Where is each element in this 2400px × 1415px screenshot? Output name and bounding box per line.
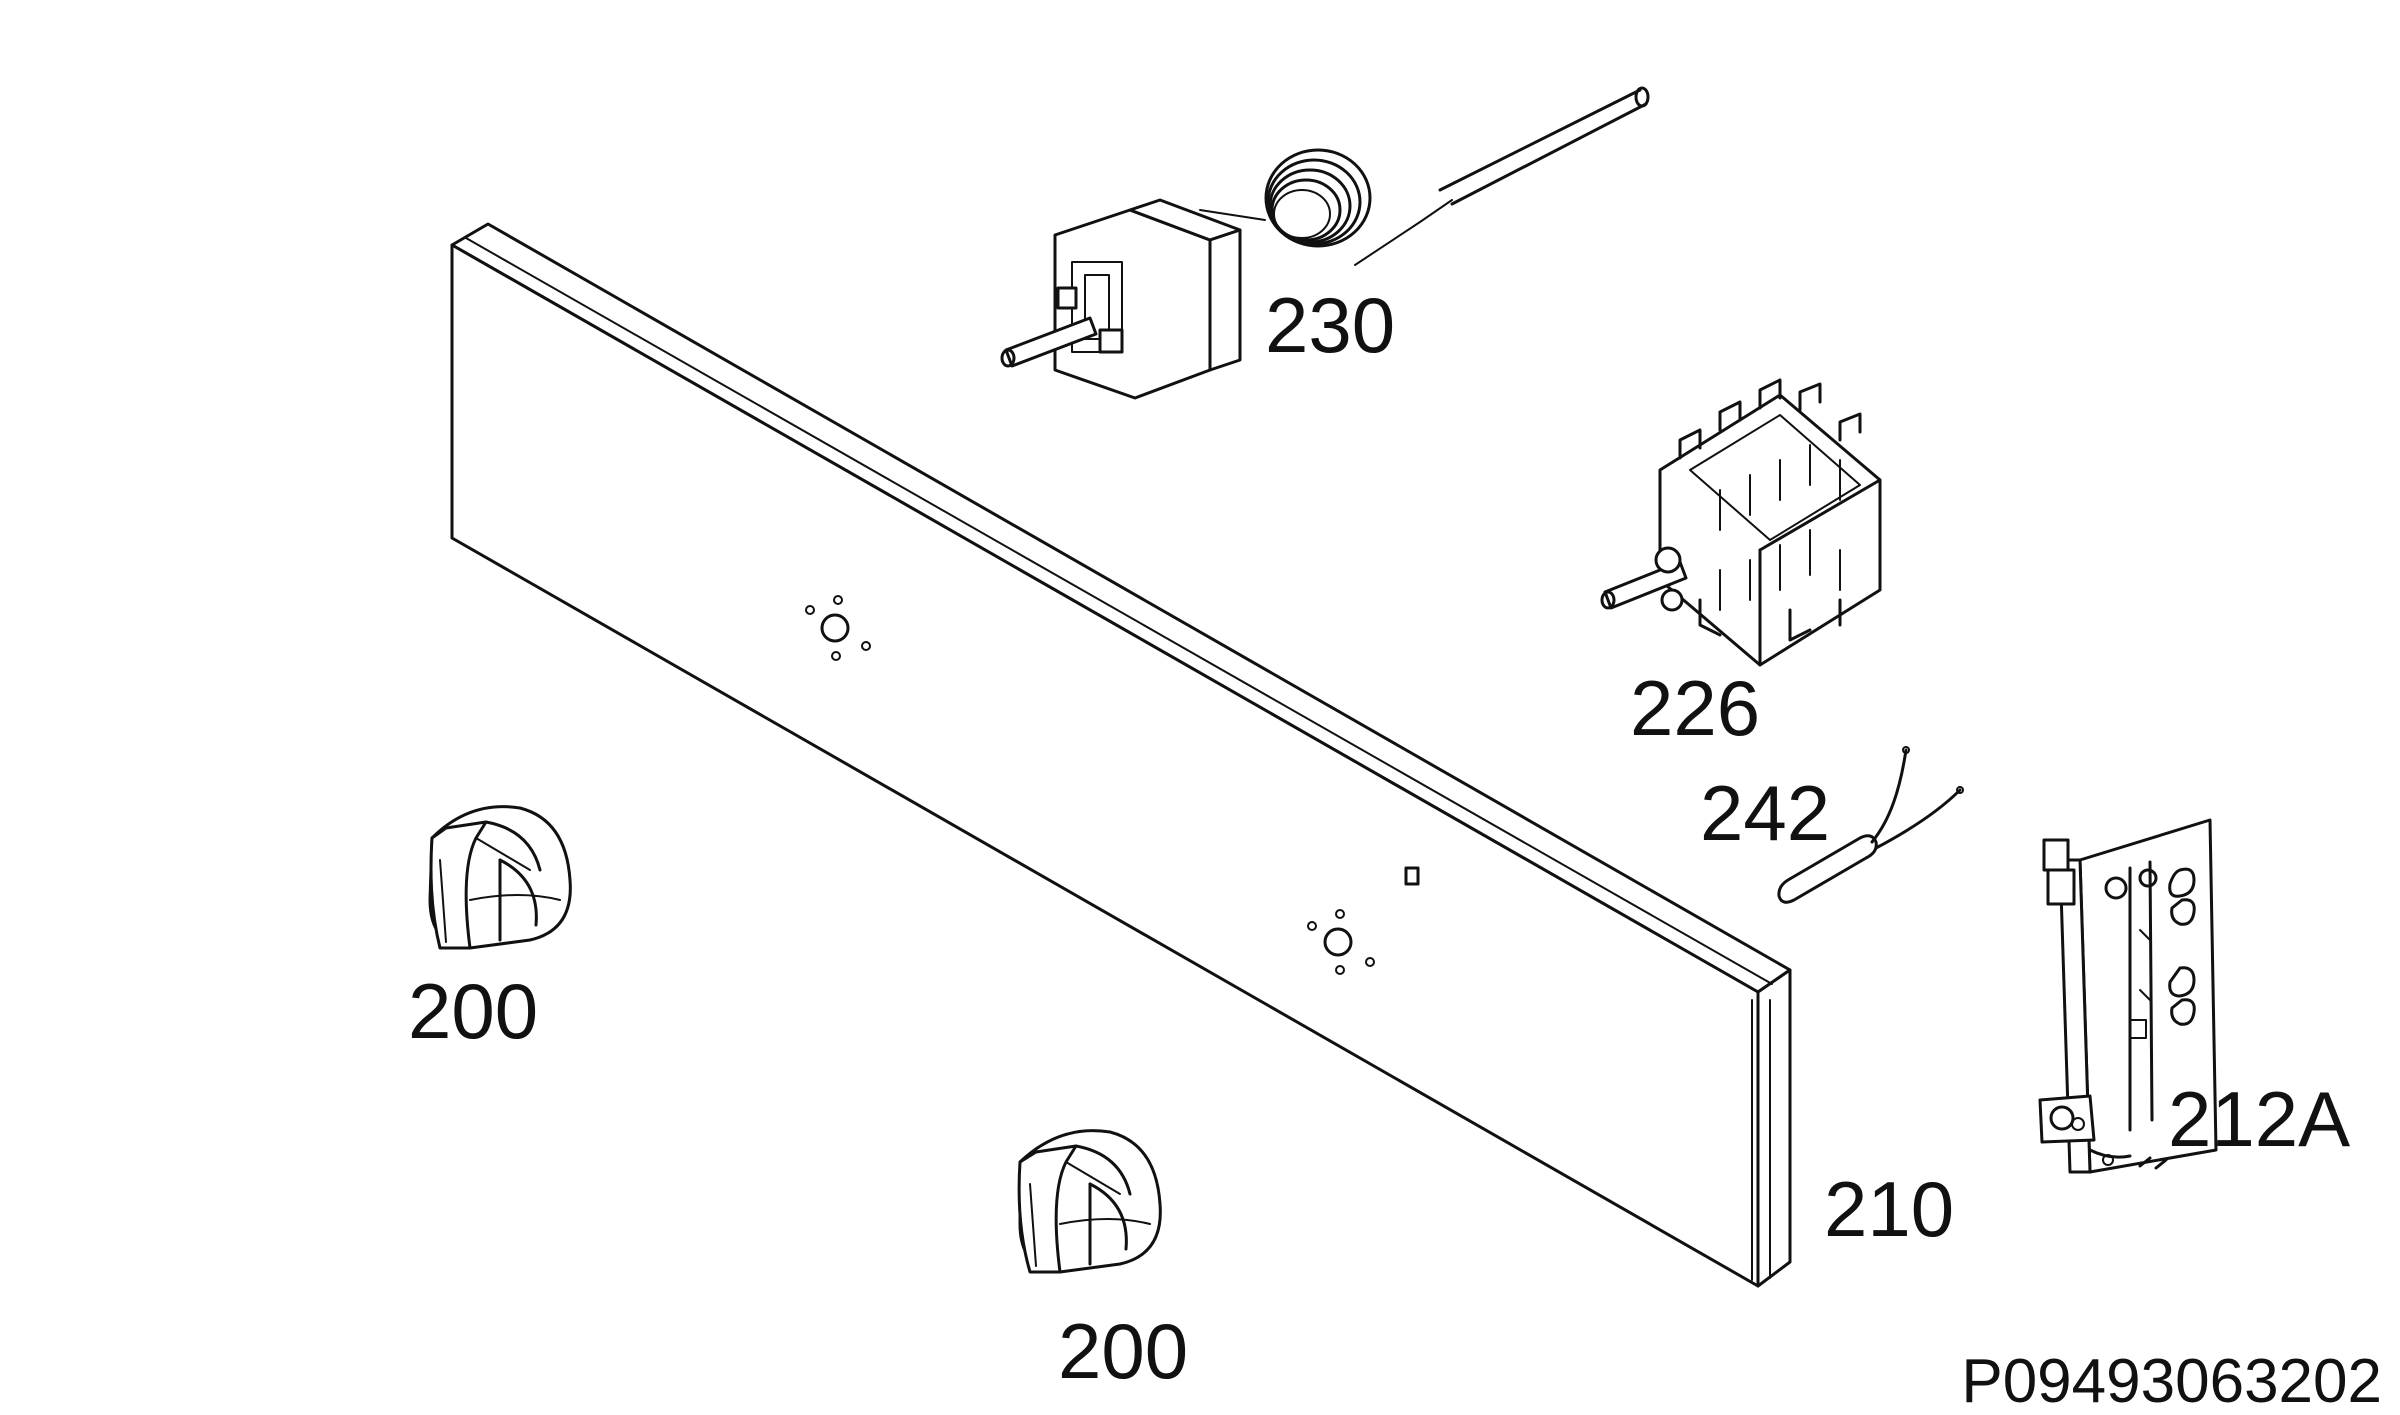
label-knob-200-upper: 200 bbox=[408, 967, 538, 1055]
knob-upper-part bbox=[428, 805, 572, 950]
knob-hole-right bbox=[1307, 909, 1375, 975]
label-thermostat-230: 230 bbox=[1265, 281, 1395, 369]
label-bracket-212a: 212A bbox=[2168, 1075, 2350, 1163]
label-knob-200-lower: 200 bbox=[1058, 1307, 1188, 1395]
indicator-window bbox=[1404, 866, 1420, 886]
drawing-code: P09493063202 bbox=[1961, 1347, 2382, 1415]
label-control-panel-210: 210 bbox=[1824, 1165, 1954, 1253]
knob-hole-left bbox=[805, 595, 871, 661]
label-sensor-242: 242 bbox=[1700, 769, 1830, 857]
bracket-part bbox=[2038, 818, 2218, 1174]
control-panel-part bbox=[450, 222, 1792, 1288]
label-selector-switch-226: 226 bbox=[1630, 664, 1760, 752]
sensor-part bbox=[1777, 746, 1964, 904]
selector-switch-part bbox=[1600, 378, 1882, 667]
knob-lower-part bbox=[1017, 1129, 1162, 1274]
thermostat-part bbox=[1000, 86, 1650, 400]
